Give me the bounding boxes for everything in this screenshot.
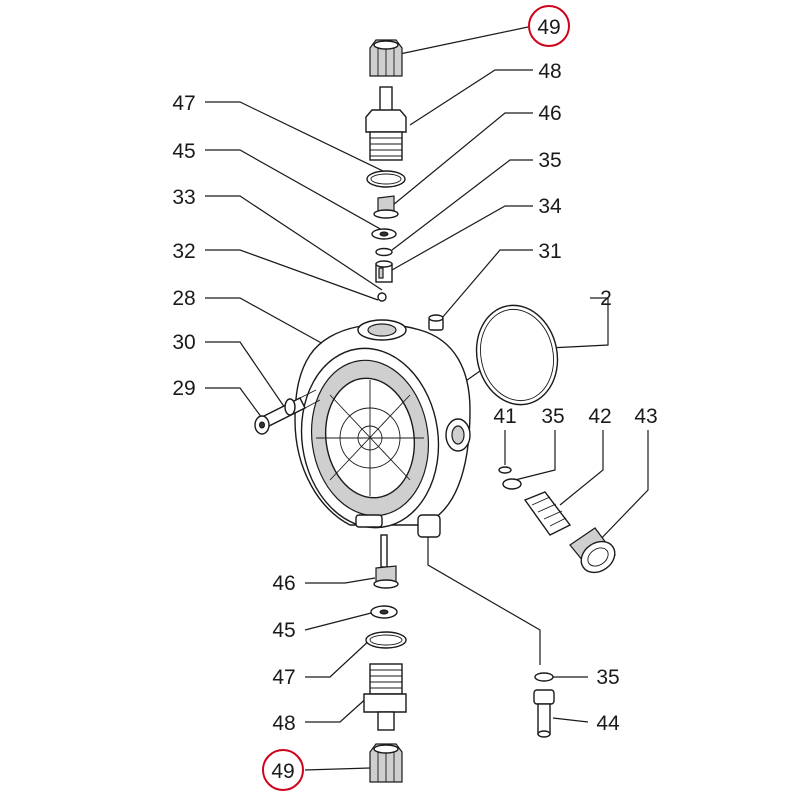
- threaded-fitting-top: [365, 86, 407, 161]
- threaded-fitting-bottom: [363, 663, 407, 731]
- callout-28: 28: [172, 287, 195, 310]
- check-ball: [377, 292, 387, 302]
- pump-head-body: [294, 319, 471, 538]
- callout-2: 2: [600, 287, 612, 310]
- callout-35-mid: 35: [541, 405, 564, 428]
- valve-insert-top: [373, 195, 399, 219]
- callout-34: 34: [538, 195, 562, 218]
- injection-fitting: [523, 491, 572, 536]
- highlight-circle-49-bottom: [262, 749, 304, 791]
- valve-cage: [375, 260, 393, 283]
- callout-33: 33: [172, 186, 195, 209]
- callout-45-bottom: 45: [272, 619, 295, 642]
- valve-insert-bottom: [373, 534, 399, 589]
- callout-31: 31: [538, 240, 561, 263]
- callout-42: 42: [588, 405, 611, 428]
- callout-35-top: 35: [538, 149, 561, 172]
- gasket: [475, 304, 559, 406]
- callout-48-bottom: 48: [272, 712, 295, 735]
- callout-30: 30: [172, 331, 195, 354]
- callout-29: 29: [172, 377, 195, 400]
- highlight-circle-49-top: [528, 5, 570, 47]
- callout-46-top: 46: [538, 102, 561, 125]
- callout-43: 43: [634, 405, 657, 428]
- o-ring-35-bottom: [534, 672, 554, 682]
- knurled-nut-bottom: [369, 743, 403, 783]
- callout-41: 41: [493, 405, 516, 428]
- o-ring-bottom: [365, 631, 407, 649]
- foot-valve-fitting: [533, 689, 555, 738]
- o-ring-41: [498, 466, 512, 474]
- callout-44: 44: [596, 712, 620, 735]
- callout-48-top: 48: [538, 60, 561, 83]
- callout-32: 32: [172, 240, 195, 263]
- o-ring-top: [366, 170, 406, 188]
- callout-35-bottom: 35: [596, 666, 619, 689]
- leader-lines: [205, 26, 649, 771]
- callout-47-top: 47: [172, 92, 195, 115]
- callout-45-top: 45: [172, 140, 195, 163]
- callout-49-bottom: 49: [271, 760, 294, 783]
- o-ring-35-mid: [502, 478, 522, 490]
- knob-nut: [569, 527, 616, 574]
- callout-labels: 49 48 47 46 45 35 33 34 32 31 28 2 30 29…: [172, 16, 657, 783]
- knurled-nut-top: [369, 39, 403, 77]
- small-o-ring-top: [375, 247, 393, 257]
- callout-46-bottom: 46: [272, 572, 295, 595]
- small-plug: [428, 314, 444, 331]
- callout-47-bottom: 47: [272, 666, 295, 689]
- callout-49-top: 49: [537, 16, 560, 39]
- mounting-screw: [254, 389, 321, 435]
